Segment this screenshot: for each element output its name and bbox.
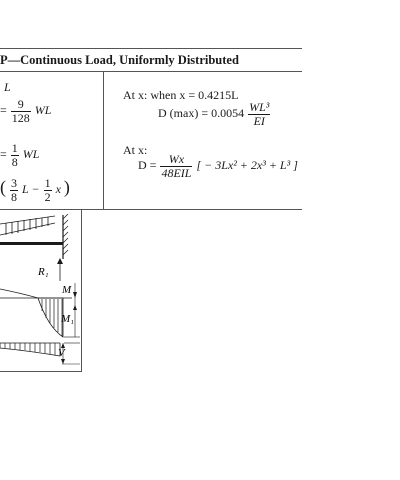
moment-label: M: [61, 284, 72, 296]
table-bottom-rule: [0, 209, 302, 210]
shear-arrow-down: [61, 359, 65, 364]
frac-den: EI: [253, 113, 265, 128]
deflection-max-condition: At x: when x = 0.4215L: [123, 88, 239, 102]
diagram-box-bottom: [0, 371, 82, 372]
frac-den: 8: [11, 189, 17, 204]
shear-hatch: [4, 343, 56, 355]
formula-l3-eq: =: [0, 146, 7, 161]
load-outline: [0, 222, 56, 236]
table-title: P—Continuous Load, Uniformly Distributed: [0, 53, 239, 67]
paren-close: ): [63, 177, 70, 197]
formula-l2-eq: =: [0, 102, 7, 117]
frac-num: Wx: [160, 153, 193, 167]
table-top-rule: [0, 48, 302, 49]
dmax-prefix: D (max) = 0.0054: [158, 105, 245, 120]
deflection-at-x-label: At x:: [123, 143, 148, 157]
frac-num: 9: [10, 98, 31, 112]
beam: [0, 242, 63, 245]
frac-den: 48EIL: [161, 165, 192, 180]
shear-label: V: [58, 347, 66, 359]
dim-arrow-up: [73, 292, 77, 298]
shear-curve: [0, 343, 61, 357]
formula-l2-tail: WL: [34, 102, 52, 117]
d-prefix: D =: [138, 157, 157, 172]
frac-den: 128: [11, 110, 30, 125]
formula-line-1: L: [4, 80, 11, 95]
frac-den: 8: [11, 154, 18, 169]
beam-diagram: R₁ M M₁ V: [0, 213, 80, 365]
frac-num: WL³: [248, 100, 271, 115]
dim-arrow-down: [73, 305, 77, 310]
header-rule: [0, 71, 302, 72]
formula-l4-x: x: [55, 182, 61, 196]
diagram-box-right: [81, 209, 82, 371]
wall-hatch: [62, 213, 69, 256]
frac-den: 2: [44, 189, 51, 204]
reaction-arrow-head: [57, 258, 63, 264]
paren-open: (: [0, 177, 6, 197]
moment-hatch: [41, 299, 63, 336]
column-divider: [103, 71, 104, 209]
frac-num: 1: [10, 141, 19, 156]
load-top-line: [0, 215, 56, 225]
bracket-expression: [ − 3Lx² + 2x³ + L³ ]: [196, 157, 298, 172]
moment1-label: M₁: [60, 313, 74, 325]
formula-l4-mid: L −: [22, 182, 40, 196]
shear-arrow-up: [61, 343, 65, 348]
reaction-label: R₁: [37, 266, 49, 278]
moment-curve: [0, 288, 64, 338]
frac-num: 1: [43, 176, 52, 191]
formula-l1: L: [4, 80, 11, 94]
distributed-load: [0, 215, 56, 236]
formula-l3-tail: WL: [22, 146, 40, 161]
frac-num: 3: [10, 176, 18, 191]
